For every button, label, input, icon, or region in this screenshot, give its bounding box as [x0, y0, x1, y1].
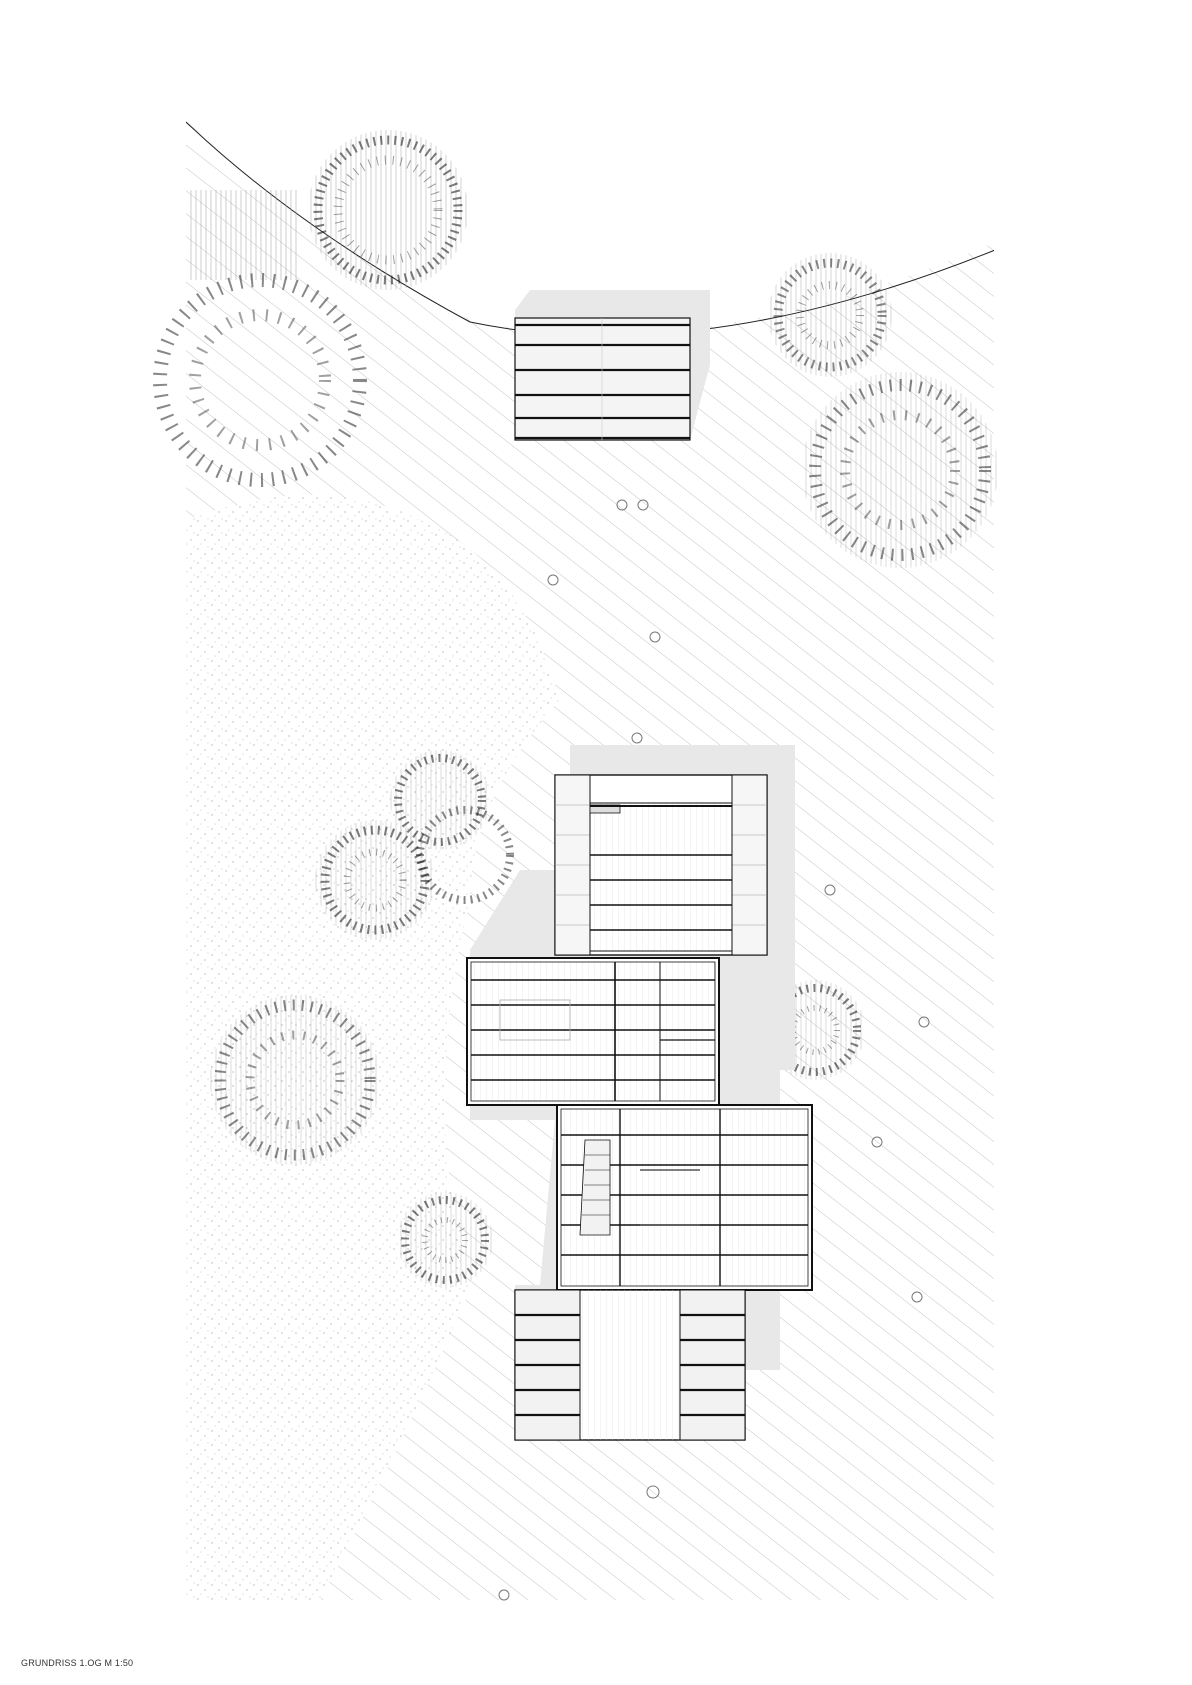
room-block-north	[554, 774, 768, 956]
drawing-caption: GRUNDRISS 1.OG M 1:50	[21, 1658, 134, 1668]
room-block-south	[556, 1104, 813, 1291]
tree-icon	[153, 273, 367, 487]
tree-icon	[210, 995, 380, 1165]
tree-icon	[768, 253, 892, 377]
person-icon	[498, 499, 930, 1601]
tree-icon	[397, 1192, 493, 1288]
tree-icon	[315, 820, 435, 940]
terrace-south	[514, 1289, 746, 1441]
tree-icon	[416, 806, 514, 904]
building-icon	[466, 745, 813, 1441]
tree-icon	[802, 372, 998, 568]
fence-strip	[188, 190, 298, 280]
pavilion-roof	[514, 317, 691, 441]
building-icon	[514, 290, 710, 441]
tree-icon	[308, 130, 468, 290]
room-block-center	[466, 957, 720, 1106]
tree-icon	[390, 750, 490, 850]
staircase	[579, 1139, 611, 1236]
